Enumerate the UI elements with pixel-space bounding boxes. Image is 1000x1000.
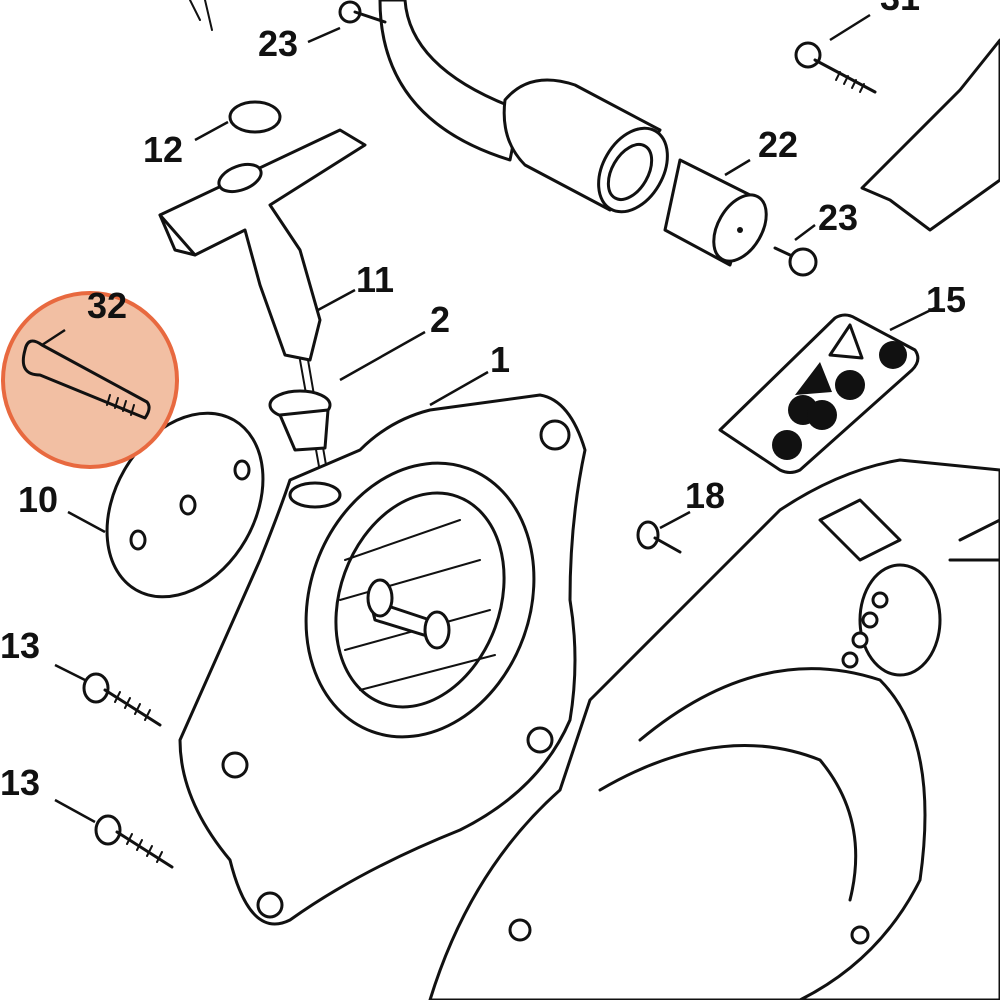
- callout-22[interactable]: 22: [758, 124, 798, 165]
- part-1-starter-cover[interactable]: [178, 393, 587, 926]
- callout-31[interactable]: 31: [880, 0, 920, 18]
- rope-segment: [189, 0, 213, 31]
- leader-lines: [41, 13, 936, 824]
- part-23-screw-top[interactable]: [338, 0, 387, 24]
- callout-18[interactable]: 18: [685, 475, 725, 516]
- housing-top-right: [860, 38, 1000, 232]
- callout-32[interactable]: 32: [87, 285, 127, 326]
- callout-15[interactable]: 15: [926, 279, 966, 320]
- part-11-handle[interactable]: [158, 128, 367, 362]
- part-32-highlight[interactable]: [1, 291, 179, 469]
- callout-23[interactable]: 23: [258, 23, 298, 64]
- callout-12[interactable]: 12: [143, 129, 183, 170]
- part-13-screw-lower[interactable]: [94, 814, 174, 869]
- callout-labels: 23 31 12 22 23 11 32 2 15 1 10 18 13 13: [0, 0, 966, 803]
- part-13-screw-upper[interactable]: [82, 672, 162, 727]
- callout-2[interactable]: 2: [430, 299, 450, 340]
- callout-10[interactable]: 10: [18, 479, 58, 520]
- part-31-screw[interactable]: [794, 41, 877, 94]
- part-12-plug[interactable]: [228, 100, 282, 134]
- callout-1[interactable]: 1: [490, 339, 510, 380]
- callout-13[interactable]: 13: [0, 625, 40, 666]
- part-23-screw-right[interactable]: [773, 246, 818, 277]
- part-tube-elbow[interactable]: [378, 0, 681, 224]
- part-10-cover-plate[interactable]: [75, 385, 294, 625]
- callout-13[interactable]: 13: [0, 762, 40, 803]
- engine-housing: [428, 458, 1000, 1000]
- callout-23[interactable]: 23: [818, 197, 858, 238]
- part-22-cap[interactable]: [663, 158, 777, 270]
- callout-11[interactable]: 11: [356, 259, 394, 300]
- part-15-warning-label[interactable]: [718, 313, 920, 474]
- part-18-screw[interactable]: [636, 520, 682, 554]
- part-2-rope-guide[interactable]: [268, 389, 332, 452]
